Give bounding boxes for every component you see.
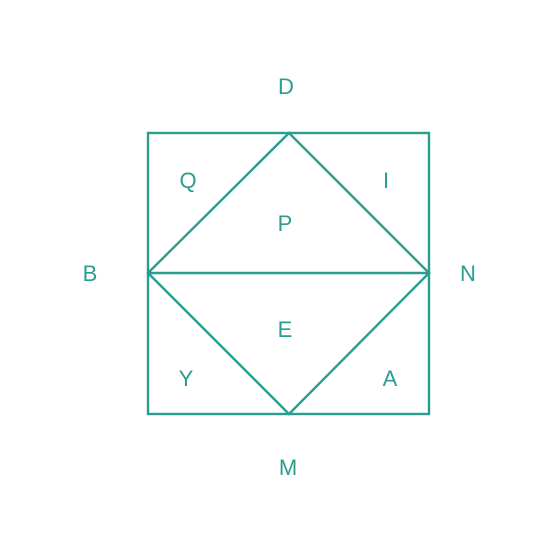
region-label-bottom-left: Y [179, 366, 194, 391]
region-label-top-left: Q [179, 168, 196, 193]
inner-diamond [146, 131, 431, 416]
region-label-top-right: I [383, 168, 389, 193]
region-label-lower-triangle: E [278, 317, 293, 342]
vertex-label-bottom: M [279, 455, 297, 480]
region-label-upper-triangle: P [278, 211, 293, 236]
vertex-label-top: D [278, 74, 294, 99]
vertex-label-left: B [83, 261, 98, 286]
vertex-label-right: N [460, 261, 476, 286]
region-label-bottom-right: A [383, 366, 398, 391]
